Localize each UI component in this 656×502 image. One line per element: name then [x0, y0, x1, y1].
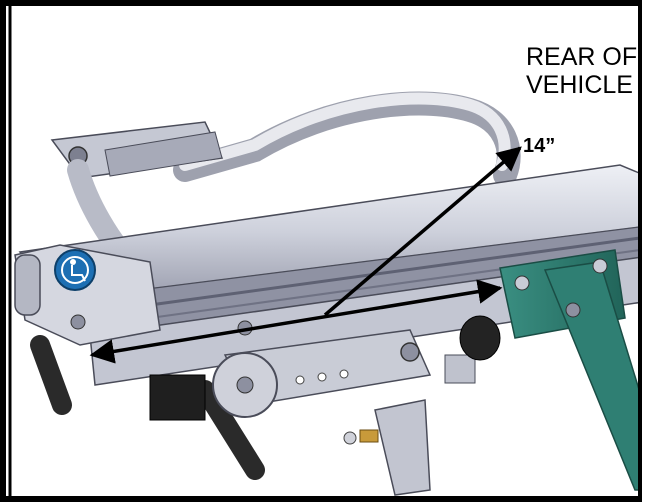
callout-background [522, 40, 640, 100]
pulley-hub [236, 376, 254, 394]
brass-nut [343, 431, 357, 445]
leader-arrow [323, 146, 522, 317]
hoop-handle-highlight [179, 92, 511, 171]
grip-right [195, 380, 265, 480]
green-bolt-1 [514, 275, 530, 291]
rear-of-vehicle-label: REAR OF VEHICLE [526, 43, 656, 99]
grip-holder [149, 374, 206, 421]
frame-right-edge [638, 0, 656, 502]
dimension-label: 14” [523, 135, 556, 157]
rail-bolt-3 [565, 302, 581, 318]
dimension-arrow-horizontal [89, 279, 503, 364]
plate-hole-3 [339, 369, 349, 379]
black-knob [459, 315, 501, 361]
green-bolt-2 [592, 258, 608, 274]
brass-fitting [359, 429, 379, 443]
grip-left [30, 335, 72, 415]
rail-bolt-1 [70, 314, 86, 330]
knob-stem [444, 354, 476, 384]
upper-bracket-face [104, 131, 223, 177]
latch-plate [374, 399, 431, 496]
wheelchair-icon [54, 249, 96, 291]
plate-bolt [400, 342, 420, 362]
left-end-plate [14, 254, 41, 316]
rear-label-line1: REAR OF [526, 43, 638, 71]
green-tube [543, 261, 656, 491]
rear-label-line2: VEHICLE [526, 70, 633, 99]
plate-hole-2 [317, 372, 327, 382]
plate-hole-1 [295, 375, 305, 385]
